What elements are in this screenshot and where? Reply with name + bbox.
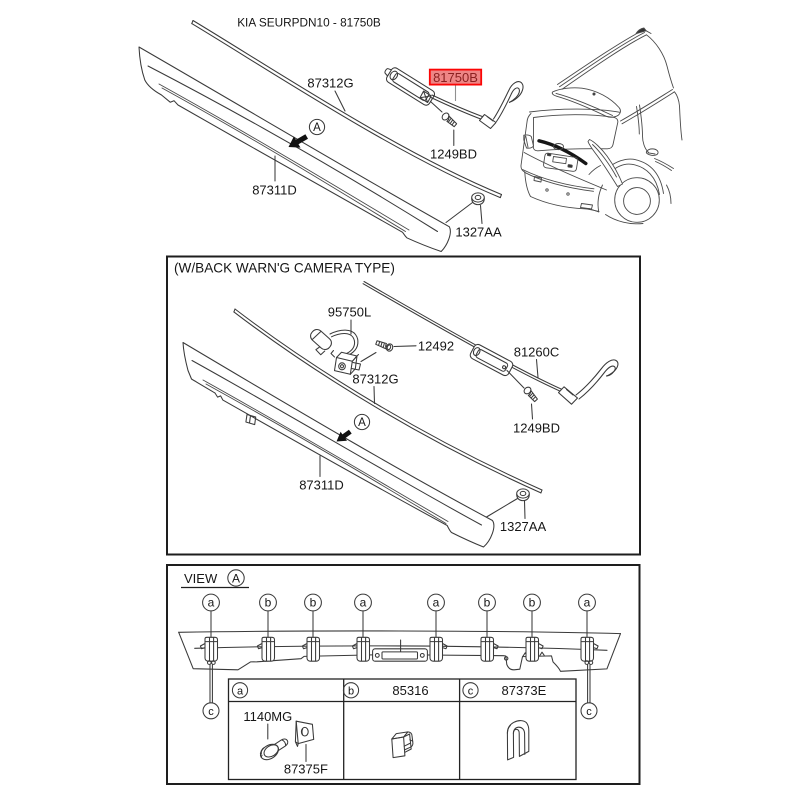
svg-text:KIA SEURPDN10 - 81750B: KIA SEURPDN10 - 81750B — [237, 16, 381, 30]
svg-text:12492: 12492 — [418, 339, 454, 354]
svg-text:81750B: 81750B — [433, 70, 478, 85]
svg-text:87311D: 87311D — [252, 183, 297, 198]
svg-text:a: a — [584, 596, 591, 610]
svg-text:87312G: 87312G — [307, 76, 353, 91]
svg-text:b: b — [348, 685, 354, 697]
svg-text:95750L: 95750L — [328, 305, 371, 320]
svg-text:1140MG: 1140MG — [243, 709, 292, 724]
svg-text:87312G: 87312G — [352, 372, 398, 387]
svg-text:b: b — [484, 596, 491, 610]
svg-text:87373E: 87373E — [501, 683, 546, 698]
svg-text:a: a — [433, 596, 440, 610]
svg-text:87311D: 87311D — [299, 478, 344, 493]
svg-text:(W/BACK WARN'G CAMERA TYPE): (W/BACK WARN'G CAMERA TYPE) — [174, 261, 395, 276]
svg-text:A: A — [232, 571, 240, 585]
svg-text:a: a — [237, 685, 244, 697]
svg-text:b: b — [265, 596, 272, 610]
svg-text:b: b — [529, 596, 536, 610]
svg-text:87375F: 87375F — [284, 762, 328, 777]
svg-text:1249BD: 1249BD — [513, 421, 560, 436]
svg-text:a: a — [360, 596, 367, 610]
svg-text:1327AA: 1327AA — [500, 519, 547, 534]
svg-text:A: A — [313, 122, 321, 134]
svg-text:c: c — [586, 706, 592, 718]
svg-text:85316: 85316 — [392, 683, 428, 698]
svg-text:c: c — [468, 685, 474, 697]
svg-text:1249BD: 1249BD — [430, 147, 477, 162]
svg-text:c: c — [208, 706, 214, 718]
svg-text:81260C: 81260C — [514, 345, 560, 360]
svg-text:1327AA: 1327AA — [455, 225, 502, 240]
svg-text:VIEW: VIEW — [184, 571, 218, 586]
svg-text:b: b — [310, 596, 317, 610]
svg-text:A: A — [358, 417, 366, 429]
svg-text:a: a — [208, 596, 215, 610]
